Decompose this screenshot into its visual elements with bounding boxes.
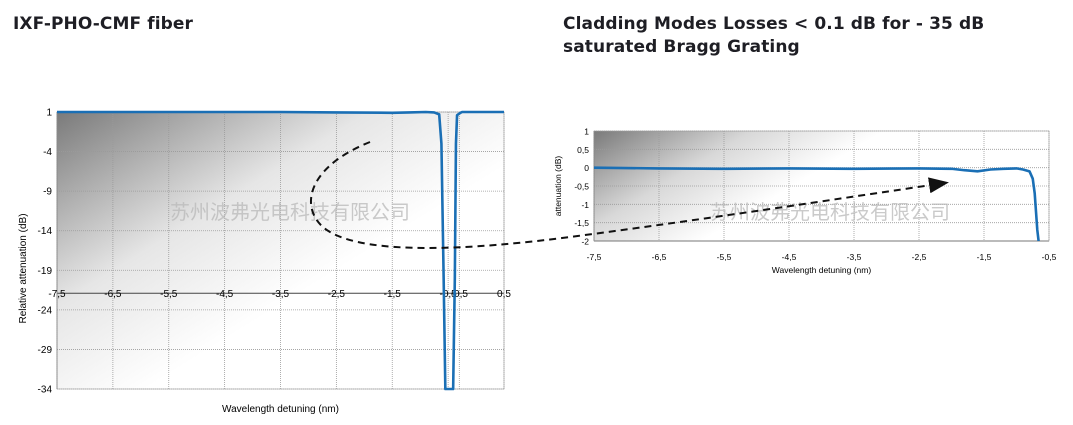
left-chart-y-tick-label: -14 bbox=[38, 226, 53, 237]
left-chart-x-tick-label: -5,5 bbox=[160, 289, 178, 300]
right-chart-x-tick-label: -0,5 bbox=[1042, 252, 1057, 262]
right-chart-heading: Cladding Modes Losses < 0.1 dB for - 35 … bbox=[563, 14, 985, 57]
right-chart-x-tick-label: -7,5 bbox=[587, 252, 602, 262]
left-chart-x-tick-label: -6,5 bbox=[104, 289, 122, 300]
left-chart-y-tick-label: -9 bbox=[43, 187, 52, 198]
right-chart-series-line bbox=[593, 166, 1040, 242]
left-chart-heading: IXF-PHO-CMF fiber bbox=[13, 14, 194, 34]
left-chart: 1 -4 -9 -14 -19 -24 -29 -34 -7,5 -6,5 -5,5 -4,5 -3,5… bbox=[18, 108, 511, 416]
watermark-right: 苏州波弗光电科技有限公司 bbox=[710, 200, 950, 224]
callout-arrows bbox=[309, 141, 949, 249]
left-chart-x-tick-label: -0,5 bbox=[440, 289, 458, 300]
right-chart-x-tick-label: -4,5 bbox=[782, 252, 797, 262]
left-chart-y-tick-label: -24 bbox=[38, 305, 53, 316]
left-chart-x-tick-label: -4,5 bbox=[216, 289, 234, 300]
left-chart-series-line bbox=[57, 110, 504, 391]
left-chart-x-axis-label: Wavelength detuning (nm) bbox=[222, 404, 339, 415]
right-chart-y-axis-label: attenuation (dB) bbox=[553, 156, 563, 217]
right-chart-y-tick-label: 0,5 bbox=[577, 145, 589, 155]
right-chart-x-tick-label: -2,5 bbox=[912, 252, 927, 262]
dashed-callout-arrow bbox=[309, 141, 949, 249]
left-chart-y-tick-label: 1 bbox=[46, 108, 52, 119]
right-chart-x-tick-label: -1,5 bbox=[977, 252, 992, 262]
right-chart-x-axis-label: Wavelength detuning (nm) bbox=[772, 265, 872, 275]
right-chart-x-tick-label: -6,5 bbox=[652, 252, 667, 262]
left-chart-y-tick-label: -4 bbox=[43, 147, 52, 158]
left-chart-y-axis-label: Relative attenuation (dB) bbox=[18, 213, 29, 323]
watermark-left: 苏州波弗光电科技有限公司 bbox=[170, 200, 410, 224]
right-chart-y-tick-label: -1,5 bbox=[574, 218, 589, 228]
right-chart-y-tick-label: -2 bbox=[581, 237, 589, 247]
left-chart-x-tick-label: -0,5 bbox=[451, 289, 469, 300]
right-chart-x-tick-label: -5,5 bbox=[717, 252, 732, 262]
right-chart-y-tick-label: -0,5 bbox=[574, 182, 589, 192]
right-chart-y-tick-label: 1 bbox=[584, 127, 589, 137]
left-chart-x-tick-label: -1,5 bbox=[384, 289, 402, 300]
right-chart-y-tick-label: 0 bbox=[584, 163, 589, 173]
left-chart-x-tick-label: -7,5 bbox=[48, 289, 66, 300]
right-chart-y-tick-label: -1 bbox=[581, 200, 589, 210]
left-chart-y-tick-label: -19 bbox=[38, 266, 53, 277]
left-chart-x-tick-label: -2,5 bbox=[328, 289, 346, 300]
left-chart-y-tick-label: -34 bbox=[38, 385, 53, 396]
right-chart: 1 0,5 0 -0,5 -1 -1,5 -2 -7,5 -6,5 -5,5 -4,5 -3,5 -2,… bbox=[553, 127, 1057, 276]
right-chart-plot-border bbox=[593, 130, 1050, 242]
left-chart-y-tick-label: -29 bbox=[38, 345, 53, 356]
right-chart-x-tick-label: -3,5 bbox=[847, 252, 862, 262]
left-chart-x-tick-label: -3,5 bbox=[272, 289, 290, 300]
left-chart-x-tick-label: 0,5 bbox=[497, 289, 511, 300]
